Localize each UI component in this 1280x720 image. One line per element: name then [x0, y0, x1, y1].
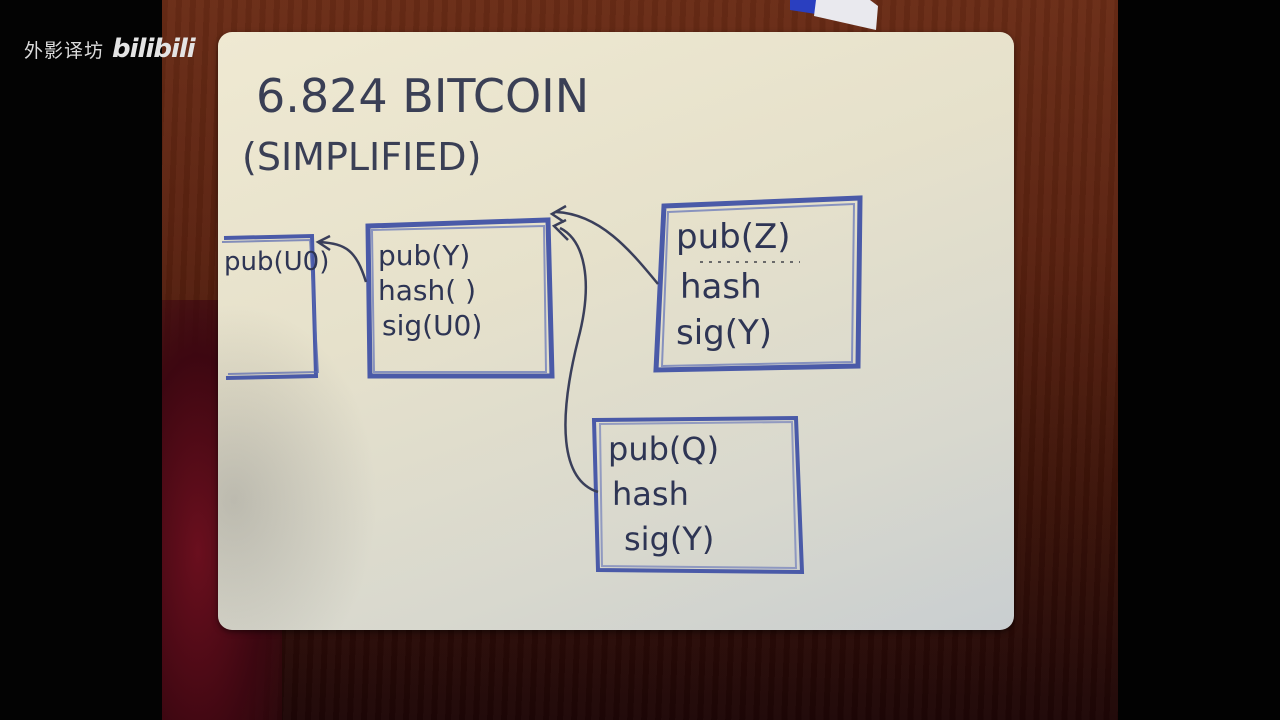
arrow-y-to-prev	[315, 234, 368, 283]
notecard-title: 6.824 BITCOIN	[256, 69, 589, 123]
card-shadow	[218, 302, 378, 630]
block-z-line-1: pub(Z)	[676, 217, 791, 257]
block-y-line-2: hash( )	[378, 274, 476, 307]
arrow-q-to-y	[551, 218, 599, 494]
block-z-line-2: hash	[680, 267, 762, 307]
block-q-line-2: hash	[612, 475, 689, 513]
block-z: pub(Z) hash sig(Y)	[653, 195, 863, 373]
watermark-channel-name: 外影译坊	[24, 39, 105, 62]
block-prev: pub(U0)	[221, 233, 329, 380]
arrow-z-to-y	[549, 204, 659, 285]
letterbox-left	[0, 0, 162, 720]
block-y-line-3: sig(U0)	[382, 309, 482, 342]
block-y-line-1: pub(Y)	[378, 239, 470, 272]
letterbox-right	[1118, 0, 1280, 720]
block-q-line-1: pub(Q)	[608, 430, 719, 468]
bilibili-logo-icon: bilibili	[112, 34, 196, 64]
block-z-line-3: sig(Y)	[676, 313, 772, 353]
marker-pen-icon	[790, 0, 878, 30]
notecard	[218, 32, 1014, 630]
block-q-line-3: sig(Y)	[624, 520, 714, 558]
block-y: pub(Y) hash( ) sig(U0)	[365, 217, 555, 379]
notecard-subtitle: (SIMPLIFIED)	[242, 135, 481, 179]
watermark: 外影译坊 bilibili	[24, 34, 196, 64]
block-q: pub(Q) hash sig(Y)	[591, 415, 805, 575]
block-prev-line-1: pub(U0)	[224, 247, 329, 277]
